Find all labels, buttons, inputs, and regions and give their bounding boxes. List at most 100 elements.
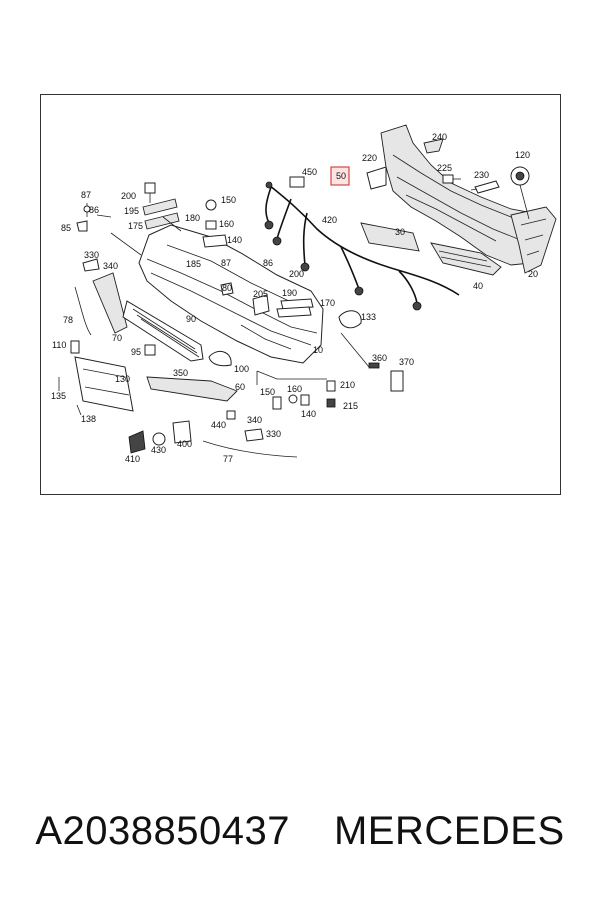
part-410 <box>128 430 146 454</box>
leader-lines <box>110 216 327 385</box>
part-215 <box>326 398 336 408</box>
callout-215: 215 <box>343 401 358 411</box>
part-70-side-trim <box>92 272 128 334</box>
part-440 <box>226 410 236 420</box>
callout-360: 360 <box>372 353 387 363</box>
callout-95: 95 <box>131 347 141 357</box>
callout-135: 135 <box>51 391 66 401</box>
part-140 <box>202 234 228 248</box>
callout-110: 110 <box>52 340 66 350</box>
brand-name: MERCEDES <box>333 808 565 853</box>
callout-78: 78 <box>63 315 73 325</box>
part-90-grille <box>122 300 204 362</box>
callout-77: 77 <box>223 454 233 464</box>
part-400 <box>172 420 192 444</box>
callout-85: 85 <box>61 223 71 233</box>
part-138-screw <box>76 404 82 416</box>
callout-230: 230 <box>474 170 489 180</box>
part-130-plate-bracket <box>74 356 134 412</box>
callout-430: 430 <box>151 445 166 455</box>
part-370-bracket <box>390 370 404 392</box>
callout-140: 140 <box>301 409 316 419</box>
callout-400: 400 <box>177 439 192 449</box>
part-220 <box>366 166 387 190</box>
callout-190: 190 <box>282 288 297 298</box>
callout-330: 330 <box>84 250 99 260</box>
callout-80: 80 <box>222 283 232 293</box>
callout-140: 140 <box>227 235 242 245</box>
callout-450: 450 <box>302 167 317 177</box>
part-350-trim <box>146 376 238 402</box>
part-30-absorber <box>360 222 420 252</box>
callout-160: 160 <box>219 219 234 229</box>
callout-440: 440 <box>211 420 226 430</box>
part-85 <box>76 220 88 232</box>
callout-86: 86 <box>89 205 99 215</box>
part-140-lower <box>300 394 310 406</box>
callout-86: 86 <box>263 258 273 268</box>
callout-205: 205 <box>253 289 268 299</box>
callout-170: 170 <box>320 298 335 308</box>
part-360-sensor <box>340 332 380 369</box>
part-190-bracket <box>280 298 314 310</box>
callout-133: 133 <box>361 312 376 322</box>
part-210-clip <box>326 380 336 392</box>
callout-60: 60 <box>235 382 245 392</box>
callout-210: 210 <box>340 380 355 390</box>
part-330-clip <box>82 258 100 272</box>
callout-90: 90 <box>186 314 196 324</box>
callout-420: 420 <box>322 215 337 225</box>
part-230-bolt <box>470 180 500 194</box>
callout-87: 87 <box>81 190 91 200</box>
part-205 <box>252 294 270 316</box>
part-340-lower <box>244 428 264 442</box>
part-450-connector <box>289 176 305 188</box>
part-160-lower <box>288 394 298 404</box>
part-40-lower-grille <box>430 242 502 276</box>
bumper-reinforcement <box>380 124 557 274</box>
part-87-clip-left <box>83 203 91 217</box>
callout-410: 410 <box>125 454 140 464</box>
callout-138: 138 <box>81 414 96 424</box>
callout-150: 150 <box>260 387 275 397</box>
part-133-bracket <box>338 310 362 329</box>
callout-370: 370 <box>399 357 414 367</box>
part-number: A2038850437 <box>35 808 290 853</box>
part-78-strip <box>74 286 92 336</box>
part-170-bracket <box>276 306 312 318</box>
part-150-lower <box>272 396 282 410</box>
callout-175: 175 <box>128 221 143 231</box>
part-110 <box>70 340 80 354</box>
callout-160: 160 <box>287 384 302 394</box>
callout-40: 40 <box>473 281 483 291</box>
callout-120: 120 <box>515 150 530 160</box>
caption: A2038850437 MERCEDES <box>0 800 600 862</box>
callout-180: 180 <box>185 213 200 223</box>
part-195-bracket <box>142 198 178 216</box>
callout-185: 185 <box>186 259 201 269</box>
callout-340: 340 <box>247 415 262 425</box>
callout-240: 240 <box>432 132 447 142</box>
part-95 <box>144 344 156 356</box>
callout-330: 330 <box>266 429 281 439</box>
callout-225: 225 <box>437 163 452 173</box>
callout-100: 100 <box>234 364 249 374</box>
part-150-nut <box>205 199 217 211</box>
callout-70: 70 <box>112 333 122 343</box>
part-80 <box>220 282 234 296</box>
callout-200: 200 <box>121 191 136 201</box>
callout-200: 200 <box>289 269 304 279</box>
callout-10: 10 <box>313 345 323 355</box>
part-430 <box>152 432 166 446</box>
part-77-strip <box>202 440 298 458</box>
callout-220: 220 <box>362 153 377 163</box>
callout-195: 195 <box>124 206 139 216</box>
part-160 <box>205 220 217 230</box>
highlight-box <box>330 166 350 186</box>
callout-30: 30 <box>395 227 405 237</box>
callout-87: 87 <box>221 258 231 268</box>
part-175-bracket <box>144 212 180 230</box>
part-225-screw <box>442 174 461 184</box>
